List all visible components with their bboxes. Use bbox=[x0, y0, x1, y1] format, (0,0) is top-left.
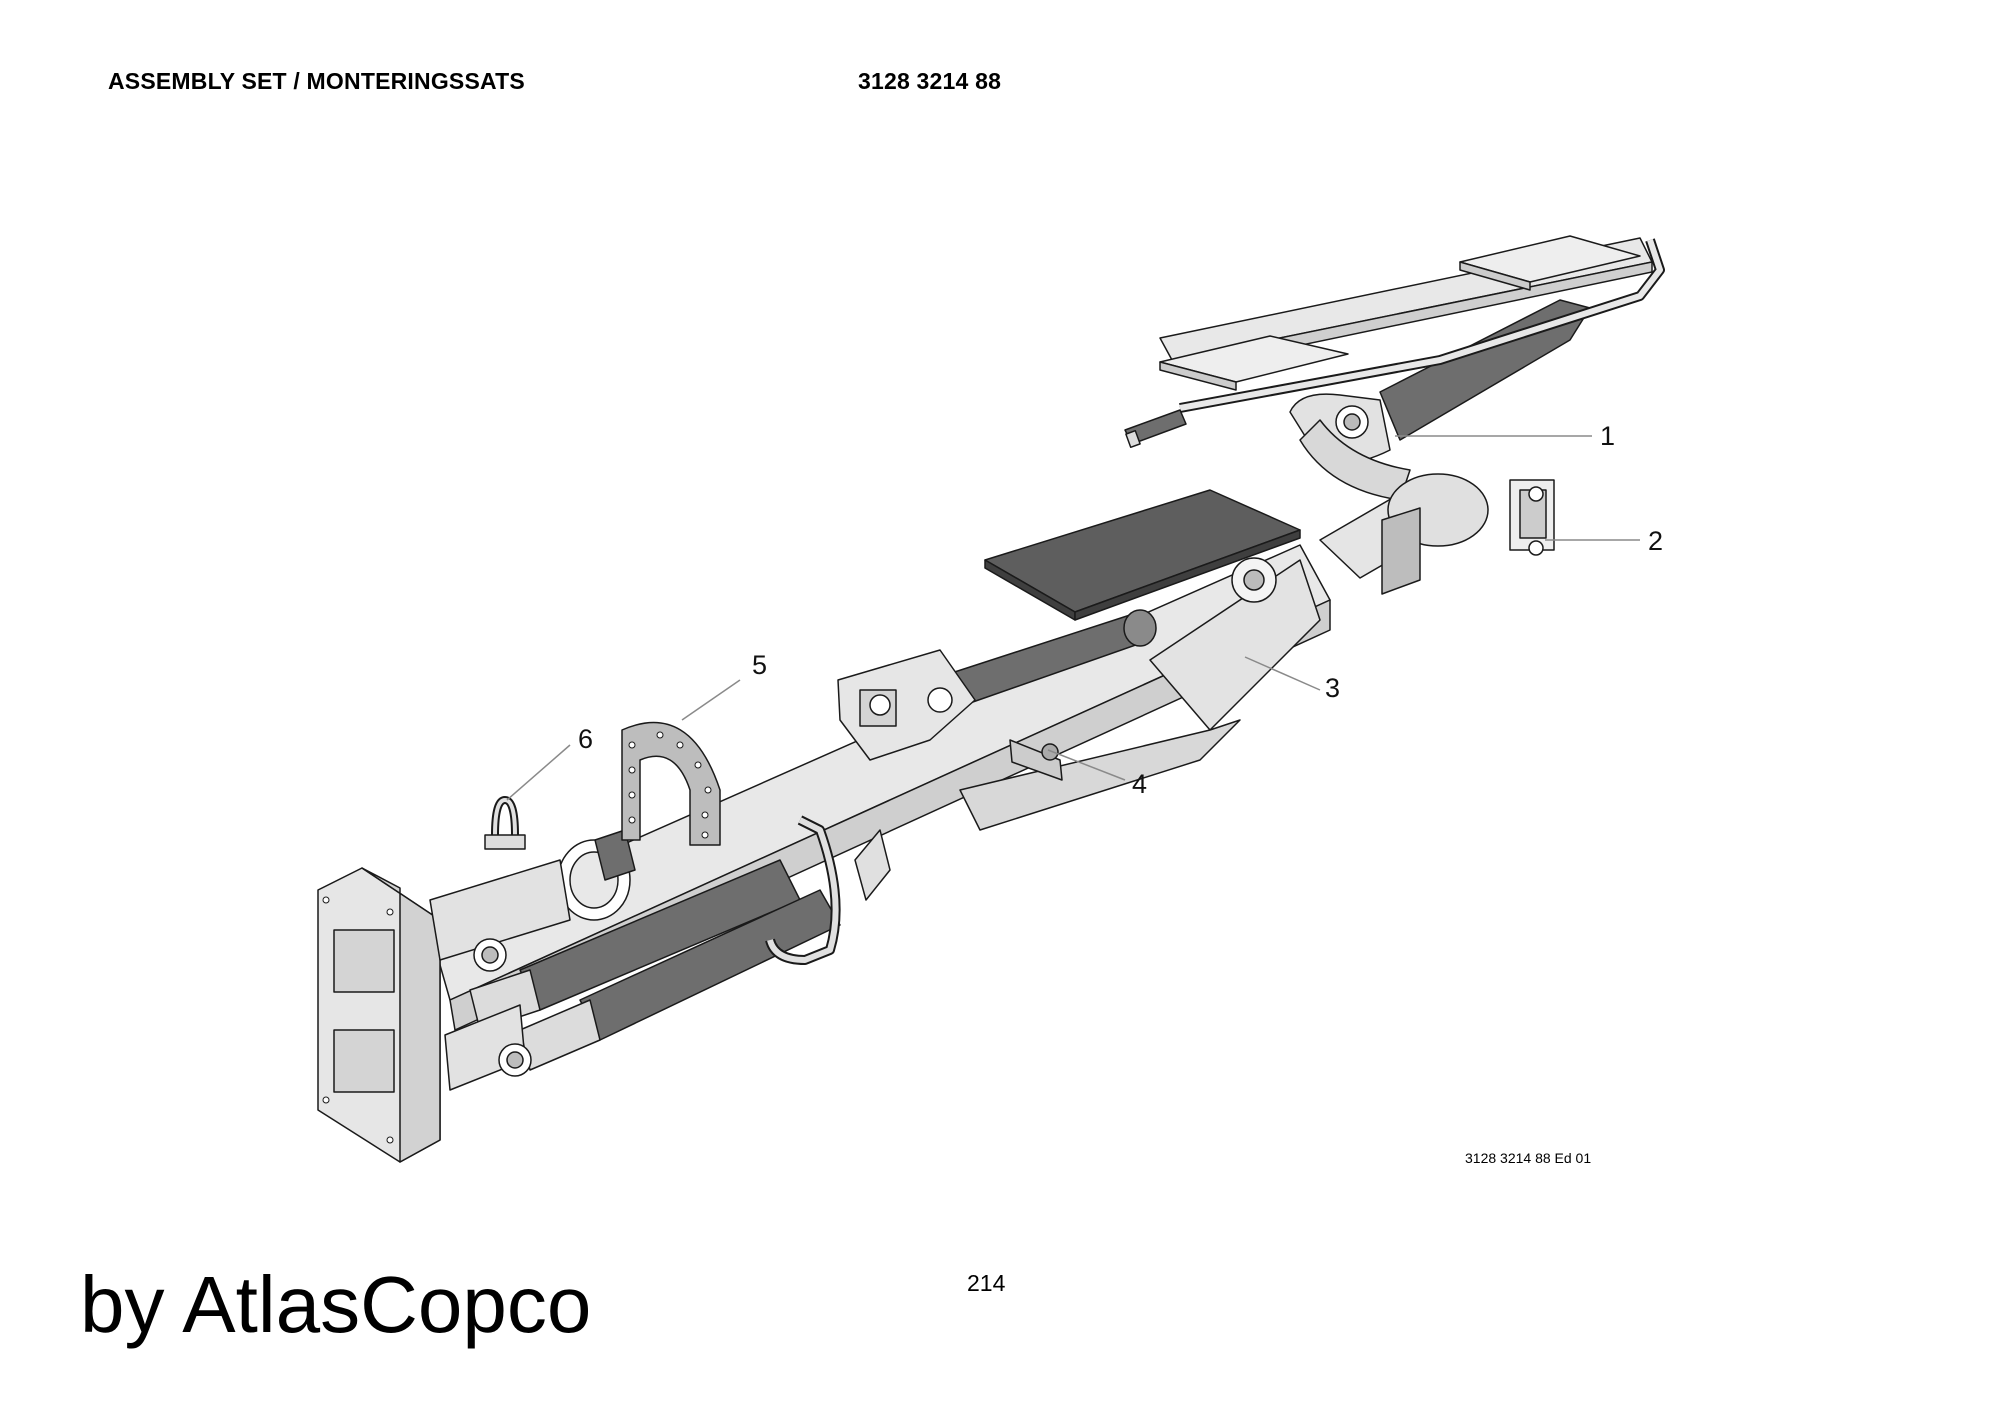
mounting-plate bbox=[317, 867, 441, 1163]
callout-3: 3 bbox=[1325, 673, 1340, 703]
perforated-plate bbox=[621, 721, 721, 846]
leader-lines bbox=[506, 435, 1640, 801]
rotation-unit bbox=[1319, 473, 1555, 595]
upper-boom bbox=[1124, 235, 1665, 501]
page-title: ASSEMBLY SET / MONTERINGSSATS bbox=[108, 68, 525, 94]
hose-clamp bbox=[557, 829, 636, 921]
brand-footer: by AtlasCopco bbox=[80, 1260, 592, 1349]
callout-6: 6 bbox=[578, 724, 593, 754]
link-arms bbox=[429, 859, 571, 1091]
upper-cylinder bbox=[929, 609, 1157, 711]
callout-5: 5 bbox=[752, 650, 767, 680]
drawing-reference: 3128 3214 88 Ed 01 bbox=[1465, 1150, 1592, 1166]
hook bbox=[484, 796, 526, 850]
part-number: 3128 3214 88 bbox=[858, 68, 1002, 94]
callout-1: 1 bbox=[1600, 421, 1615, 451]
callout-2: 2 bbox=[1648, 526, 1663, 556]
main-boom bbox=[429, 489, 1331, 1031]
lower-cylinders bbox=[469, 815, 891, 1071]
swing-bracket bbox=[837, 649, 1063, 781]
callout-4: 4 bbox=[1132, 769, 1147, 799]
page-number: 214 bbox=[967, 1270, 1006, 1296]
